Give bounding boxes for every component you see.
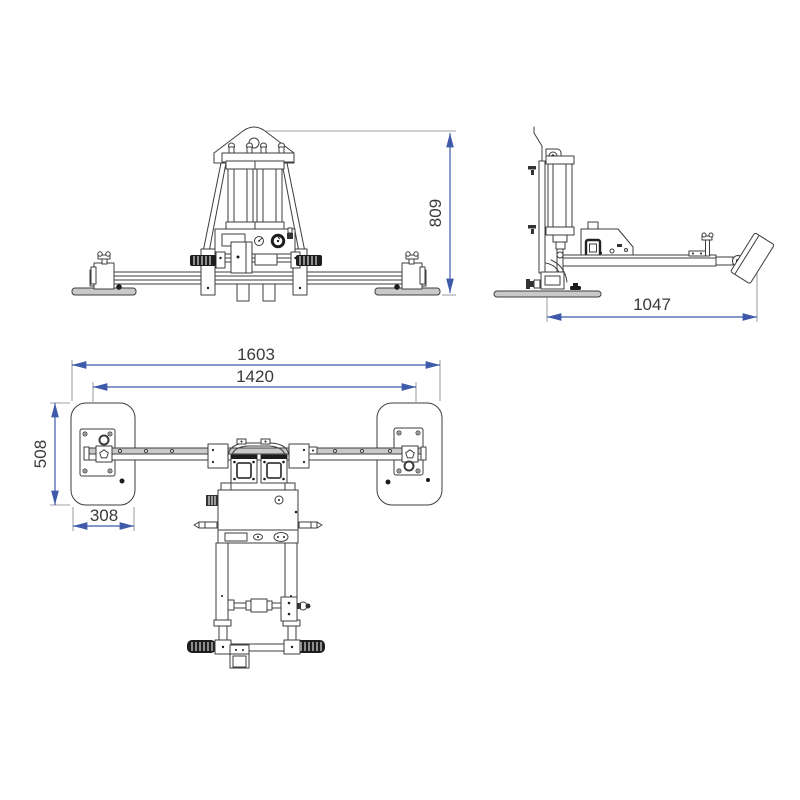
dimension-side-length: 1047	[546, 273, 758, 322]
dimension-label-side-length: 1047	[633, 295, 671, 314]
pad-mount-front-right	[401, 251, 426, 290]
lifting-head	[213, 126, 295, 164]
suction-pad-side	[493, 283, 602, 298]
dimension-plan-pad-length: 508	[31, 402, 70, 506]
bottom-bar-plan	[187, 639, 325, 669]
mast-knob-upper	[528, 166, 536, 170]
tilted-pad-side	[730, 232, 775, 284]
dimension-label-pad-length: 508	[31, 440, 50, 468]
coupler-fitting	[584, 238, 602, 258]
dimension-plan-inner-width: 1420	[92, 367, 417, 402]
body-plan	[193, 482, 323, 544]
crossbeam-front	[89, 269, 427, 287]
arm-knob	[701, 232, 714, 257]
grip-left	[190, 255, 216, 266]
grip-right	[296, 255, 322, 266]
handle-grips-front	[190, 241, 322, 274]
head-posts	[228, 142, 285, 156]
arm-clamp	[688, 250, 707, 257]
bottom-grip-right	[296, 640, 325, 653]
dimension-label-pad-width: 308	[90, 506, 118, 525]
pressure-gauge-small	[254, 236, 264, 246]
pad-foot	[570, 286, 581, 290]
control-box-side	[580, 221, 634, 259]
pad-hub-left	[83, 434, 113, 463]
front-view	[71, 126, 441, 302]
center-clamp	[230, 241, 253, 274]
turnbuckle	[250, 598, 268, 613]
dimension-label-overall-width: 1603	[237, 345, 275, 364]
dimension-label-inner-width: 1420	[236, 367, 274, 386]
bottom-grip-left	[187, 640, 216, 653]
a-frame-legs	[202, 162, 306, 253]
mount-knob-side	[526, 279, 541, 289]
plan-view	[70, 402, 443, 669]
rails-plan	[213, 542, 301, 643]
dimension-front-height: 809	[266, 130, 456, 296]
pad-mount-side	[526, 251, 568, 290]
pad-hub-right	[401, 445, 427, 472]
dimension-plan-overall-width: 1603	[71, 345, 441, 401]
side-view	[493, 126, 775, 298]
side-pin-right	[298, 521, 323, 529]
cylinder-pads-plan	[230, 454, 288, 484]
dimension-label-front-height: 809	[426, 199, 445, 227]
pad-foot	[394, 284, 400, 290]
arm-extension	[715, 256, 734, 266]
vacuum-gauge	[270, 233, 286, 249]
control-box-front	[214, 227, 296, 255]
mast-knob-lower	[528, 225, 536, 229]
body-knob-plan	[206, 495, 218, 506]
valve-fitting	[287, 233, 293, 239]
cylinders-front	[225, 160, 285, 231]
center-bracket-plan	[229, 644, 250, 669]
dimension-plan-pad-width: 308	[72, 506, 135, 531]
pad-foot	[116, 284, 122, 290]
beam-brackets-plan	[207, 438, 318, 469]
cross-rod-plan	[227, 596, 311, 622]
pad-mount-front-left	[90, 251, 115, 290]
side-pin-left	[193, 521, 218, 529]
beam-hangers-front	[236, 283, 276, 302]
body-slot	[224, 532, 248, 542]
